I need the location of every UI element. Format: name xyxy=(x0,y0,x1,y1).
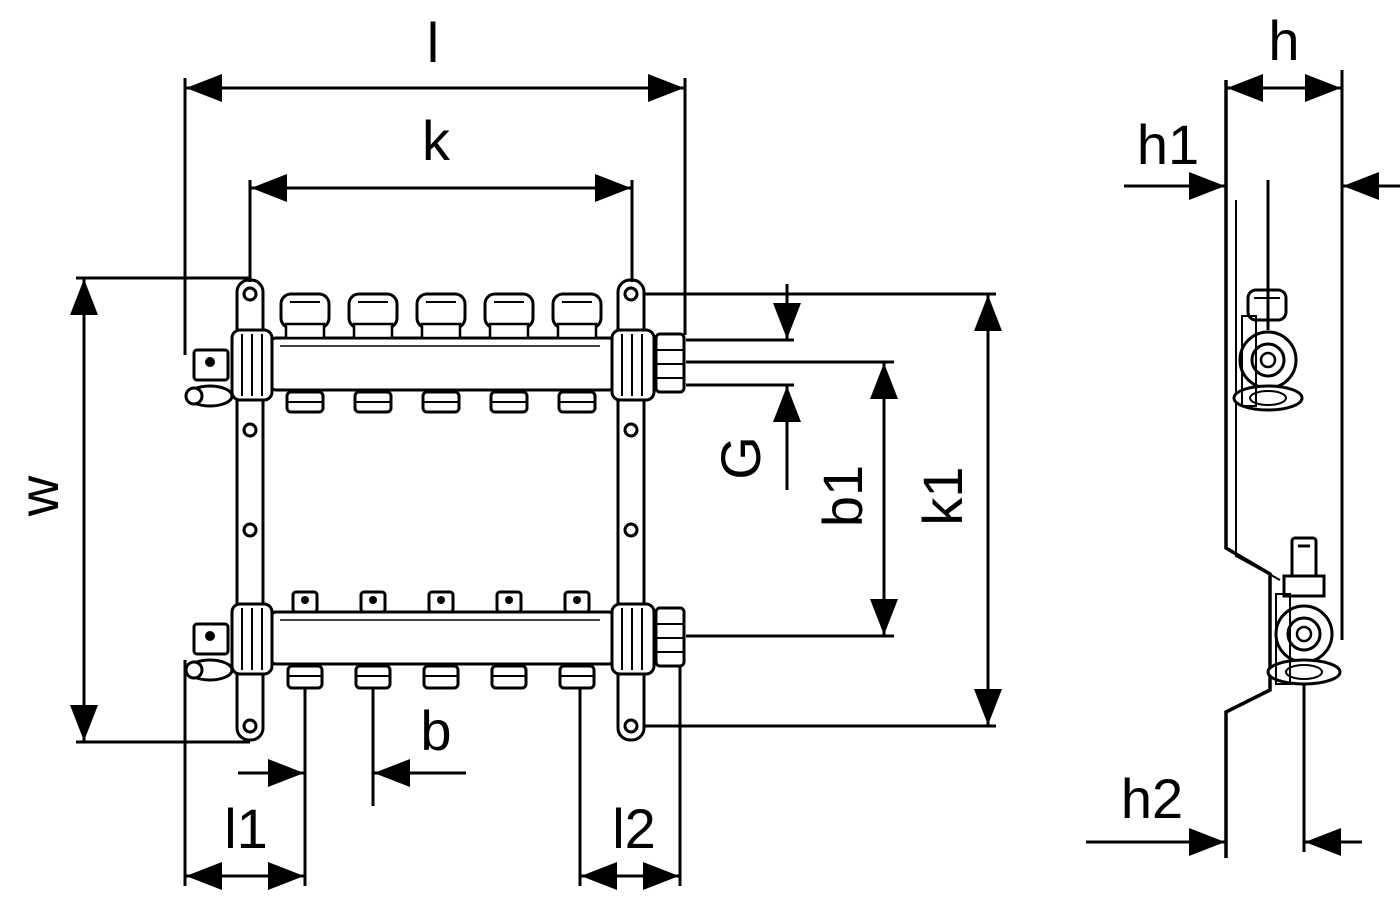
label-k: k xyxy=(422,109,451,172)
label-w: w xyxy=(7,475,70,517)
dimension-h2: h2 xyxy=(1086,684,1362,856)
top-valve xyxy=(415,292,467,414)
dimension-k: k xyxy=(248,109,634,282)
bottom-valve xyxy=(422,590,460,690)
dimension-l: l xyxy=(183,11,687,355)
dimension-h1: h1 xyxy=(1124,113,1400,330)
label-l1: l1 xyxy=(224,797,268,860)
bottom-manifold-bar xyxy=(184,602,686,682)
dimension-b: b xyxy=(238,688,466,806)
label-l2: l2 xyxy=(612,797,656,860)
top-manifold-bar xyxy=(184,328,686,408)
label-h2: h2 xyxy=(1121,767,1183,830)
label-l: l xyxy=(427,11,439,74)
label-k1: k1 xyxy=(911,466,974,525)
dimension-k1: k1 xyxy=(644,292,1002,728)
front-view: l k w G b1 xyxy=(7,11,1002,890)
bottom-valve xyxy=(490,590,528,690)
side-top-valve xyxy=(1232,288,1304,412)
bottom-valve xyxy=(354,590,392,690)
dimension-w: w xyxy=(7,276,250,744)
bottom-valve xyxy=(286,590,324,690)
side-bracket-profile xyxy=(1224,80,1272,858)
dimension-l1: l1 xyxy=(183,660,307,890)
bottom-valve xyxy=(558,590,596,690)
side-view: h h1 h2 xyxy=(1086,9,1400,858)
label-h1: h1 xyxy=(1137,113,1199,176)
dimension-b1: b1 xyxy=(686,360,898,638)
dimension-h: h xyxy=(1227,9,1344,640)
label-b1: b1 xyxy=(811,465,874,527)
bottom-outlets xyxy=(286,590,596,690)
label-h: h xyxy=(1268,9,1299,72)
top-valve xyxy=(551,292,603,414)
label-b: b xyxy=(420,699,451,762)
dimension-G: G xyxy=(686,284,801,490)
top-valve xyxy=(279,292,331,414)
top-valve xyxy=(347,292,399,414)
top-valve xyxy=(483,292,535,414)
label-G: G xyxy=(709,436,772,480)
dimension-l2: l2 xyxy=(578,666,682,890)
top-outlets xyxy=(279,292,603,414)
side-bottom-valve xyxy=(1266,536,1342,686)
